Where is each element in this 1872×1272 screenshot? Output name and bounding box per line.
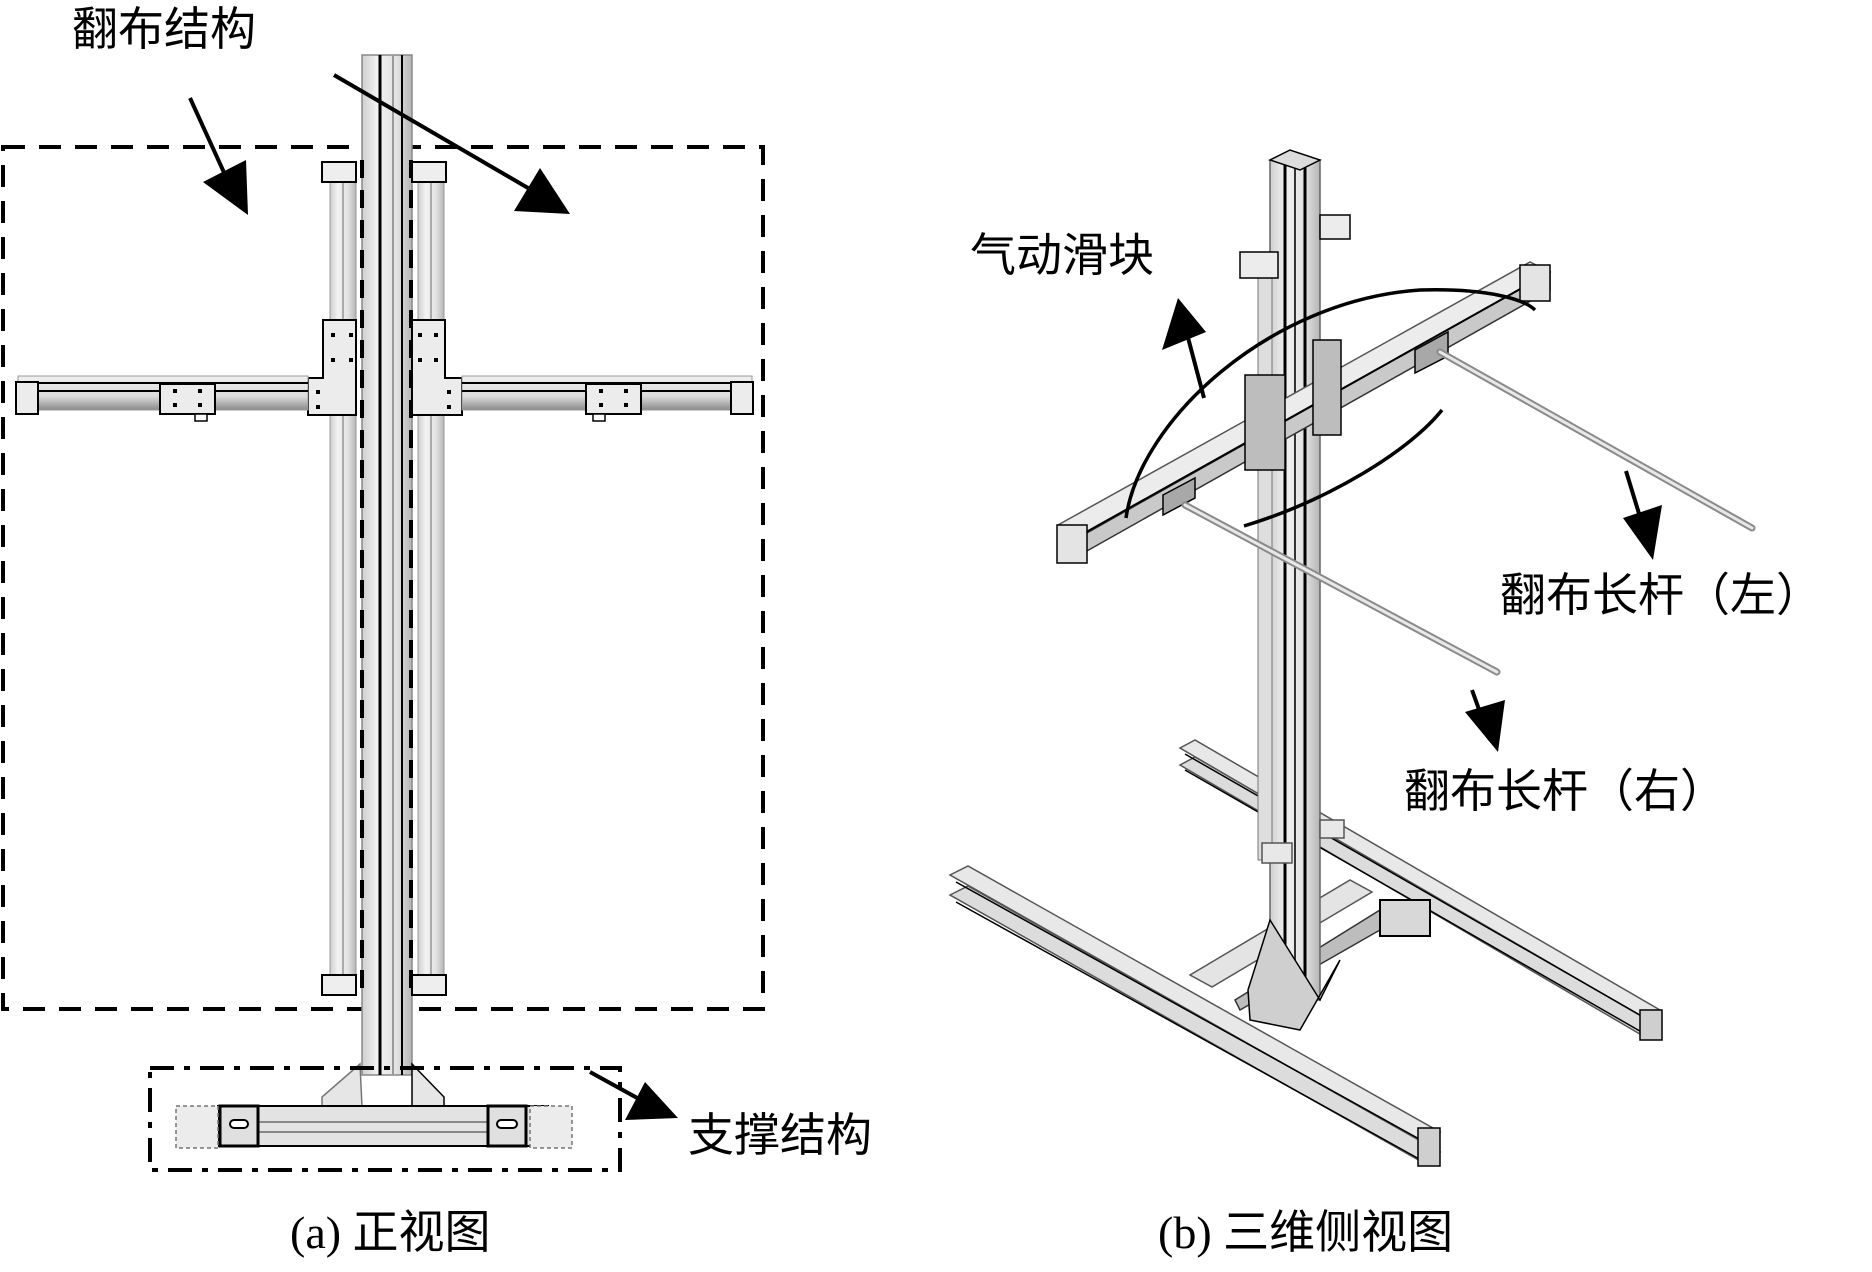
central-column <box>361 54 413 1076</box>
panel-b-3d-view <box>948 149 1756 1167</box>
long-rod-left <box>1436 348 1756 532</box>
caption-panel-b: (b) 三维侧视图 <box>1158 1207 1454 1258</box>
support-structure-arrow <box>589 1070 678 1120</box>
long-rod-left-arrow <box>1623 470 1662 560</box>
label-flip-structure: 翻布结构 <box>72 2 256 56</box>
base-rail-front <box>948 865 1442 1167</box>
corner-bracket-box <box>1379 899 1431 937</box>
panel-a-front-view <box>1 54 765 1172</box>
support-structure-dashdot-box <box>148 1066 622 1172</box>
label-pneumatic-slider: 气动滑块 <box>970 228 1154 282</box>
support-base <box>175 1062 573 1149</box>
left-bottom-cap <box>321 974 357 996</box>
right-vertical-rail <box>417 179 445 981</box>
label-long-rod-left: 翻布长杆（左） <box>1500 568 1822 622</box>
right-horizontal-arm <box>461 375 754 422</box>
left-vertical-slider-plate <box>307 319 357 416</box>
caption-panel-a: (a) 正视图 <box>290 1207 491 1258</box>
flip-structure-arrow-left <box>188 97 248 215</box>
long-rod-right <box>1181 501 1501 676</box>
right-bottom-cap <box>411 974 447 996</box>
right-top-cap <box>411 161 447 183</box>
left-vertical-rail <box>329 179 357 981</box>
pneumatic-slider-ellipse-upper <box>1124 288 1537 519</box>
pneumatic-slider-arrow <box>1162 298 1206 399</box>
label-support-structure: 支撑结构 <box>688 1108 872 1162</box>
left-horizontal-arm <box>15 375 309 422</box>
3d-horizontal-arm <box>1056 261 1552 564</box>
long-rod-right-arrow <box>1465 689 1505 752</box>
right-vertical-slider-plate <box>411 319 463 416</box>
label-long-rod-right: 翻布长杆（右） <box>1404 764 1726 818</box>
left-top-cap <box>321 161 357 183</box>
pneumatic-slider-ellipse-lower <box>1243 408 1444 528</box>
flip-structure-arrow-right <box>332 73 570 214</box>
